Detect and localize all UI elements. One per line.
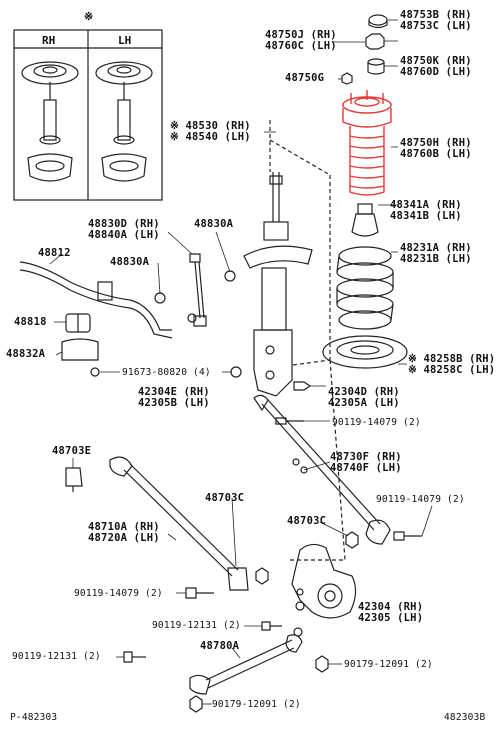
bushing-48703e bbox=[65, 467, 83, 492]
label-90179-bottom: 90179-12091 (2) bbox=[212, 699, 301, 710]
leader-lines bbox=[49, 19, 433, 705]
bolt-90119-a bbox=[275, 417, 304, 425]
label-48818: 48818 bbox=[14, 316, 47, 328]
label-48753: 48753B (RH) 48753C (LH) bbox=[400, 9, 472, 32]
nut-48703c-right bbox=[345, 531, 359, 549]
dashed-frame bbox=[269, 120, 346, 561]
bushing-48750k bbox=[367, 58, 385, 75]
cap-48753 bbox=[368, 14, 388, 29]
label-90119-left: 90119-14079 (2) bbox=[74, 588, 163, 599]
inset-rh-title: RH bbox=[42, 34, 56, 47]
inset-lh-title: LH bbox=[118, 34, 132, 47]
arm-48780 bbox=[189, 634, 303, 695]
nut-90179-b bbox=[189, 695, 203, 713]
shock-absorber-48530 bbox=[230, 172, 313, 397]
label-48730: 48730F (RH) 48740F (LH) bbox=[330, 451, 402, 474]
label-48812: 48812 bbox=[38, 247, 71, 259]
label-48780: 48780A bbox=[200, 640, 240, 652]
bolt-90119-d bbox=[261, 621, 282, 631]
label-90179-right: 90179-12091 (2) bbox=[344, 659, 433, 670]
label-42304: 42304 (RH) 42305 (LH) bbox=[358, 601, 424, 624]
inset-lh-strut bbox=[95, 61, 153, 182]
bushing-48818 bbox=[65, 313, 91, 333]
label-48258: ※ 48258B (RH) ※ 48258C (LH) bbox=[408, 353, 496, 376]
diagram-code-right: 482303B bbox=[444, 712, 486, 723]
label-90119-12131-left: 90119-12131 (2) bbox=[12, 651, 101, 662]
label-48750h: 48750H (RH) 48760B (LH) bbox=[400, 137, 472, 160]
inset-marker: ※ bbox=[84, 10, 94, 23]
label-48832: 48832A bbox=[6, 348, 46, 360]
upper-mount-highlighted bbox=[342, 90, 392, 196]
label-48703e: 48703E bbox=[52, 445, 92, 457]
nut-48703c-lower bbox=[255, 567, 269, 585]
bump-stop-48341 bbox=[351, 203, 379, 237]
bracket-48832 bbox=[61, 338, 100, 377]
label-48830a-top: 48830A bbox=[194, 218, 234, 230]
label-48830a-mid: 48830A bbox=[110, 256, 150, 268]
stabilizer-link-48830d bbox=[154, 253, 236, 327]
bolt-90119-c bbox=[185, 587, 214, 599]
bolt-90119-e bbox=[123, 651, 146, 663]
label-90119-top: 90119-14079 (2) bbox=[332, 417, 421, 428]
label-48341: 48341A (RH) 48341B (LH) bbox=[390, 199, 462, 222]
coil-spring-48231 bbox=[336, 246, 394, 330]
bolt-90119-b bbox=[393, 531, 422, 541]
label-42304d: 42304D (RH) 42305A (LH) bbox=[328, 386, 400, 409]
nut-90179-a bbox=[315, 655, 329, 673]
label-90119-12131-mid: 90119-12131 (2) bbox=[152, 620, 241, 631]
nut-48750j bbox=[365, 33, 385, 50]
label-91673: 91673-80820 (4) bbox=[122, 367, 211, 378]
nut-48750g bbox=[341, 72, 353, 85]
label-90119-right: 90119-14079 (2) bbox=[376, 494, 465, 505]
arm-48710 bbox=[109, 456, 249, 591]
inset-rh-strut bbox=[21, 61, 79, 182]
label-48750j: 48750J (RH) 48760C (LH) bbox=[265, 29, 337, 52]
label-48830d: 48830D (RH) 48840A (LH) bbox=[88, 218, 160, 241]
diagram-code-left: P-482303 bbox=[10, 712, 58, 723]
stabilizer-bar-48812 bbox=[19, 261, 173, 339]
label-48703c-right: 48703C bbox=[287, 515, 327, 527]
label-48530: ※ 48530 (RH) ※ 48540 (LH) bbox=[170, 120, 251, 143]
label-48231: 48231A (RH) 48231B (LH) bbox=[400, 242, 472, 265]
label-48710: 48710A (RH) 48720A (LH) bbox=[88, 521, 160, 544]
label-42304e: 42304E (RH) 42305B (LH) bbox=[138, 386, 210, 409]
carrier-42304 bbox=[291, 543, 357, 637]
label-48750g: 48750G bbox=[285, 72, 325, 84]
label-48703c-mid: 48703C bbox=[205, 492, 245, 504]
spring-seat-48258 bbox=[322, 335, 408, 369]
label-48750k: 48750K (RH) 48760D (LH) bbox=[400, 55, 472, 78]
